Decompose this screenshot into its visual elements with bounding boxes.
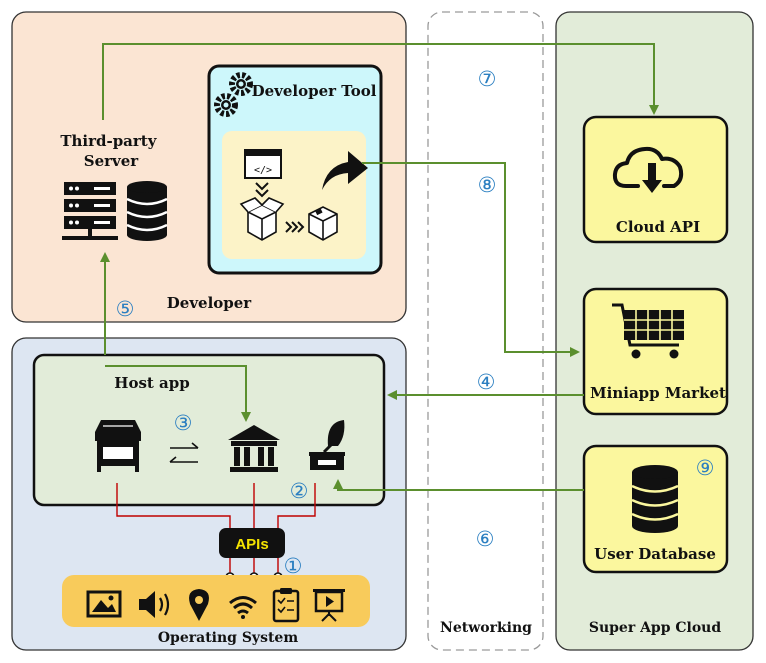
host-app-box [32, 353, 386, 507]
cloud-title: Super App Cloud [589, 620, 722, 636]
code-window-icon: </> [244, 149, 282, 179]
flow-arrows [100, 43, 659, 491]
step-2: ② [290, 479, 309, 503]
developer-tool-title: Developer Tool [252, 82, 377, 100]
build-panel [222, 131, 366, 259]
flow-7 [102, 43, 659, 120]
bank-icon [228, 425, 280, 472]
step-4: ④ [477, 370, 496, 394]
api-wires [116, 483, 316, 575]
wifi-icon [229, 596, 257, 619]
flow-2 [333, 479, 584, 491]
step-6: ⑥ [476, 527, 495, 551]
store-icon [95, 420, 141, 472]
package-icon [308, 206, 338, 241]
flow-5b [105, 365, 251, 422]
gramophone-icon [309, 420, 345, 470]
third-party-server-label: Third-party Server [60, 132, 161, 170]
user-database-label: User Database [594, 545, 716, 563]
step-5: ⑤ [116, 297, 135, 321]
cloud-api-label: Cloud API [616, 218, 700, 236]
svg-text:</>: </> [254, 165, 272, 176]
clipboard-icon [272, 588, 300, 623]
miniapp-market-label: Miniapp Market [590, 384, 726, 402]
step-8: ⑧ [478, 173, 497, 197]
server-icon [62, 182, 118, 240]
miniapp-market-box [582, 287, 729, 416]
step-3: ③ [174, 411, 193, 435]
database-icon [126, 181, 168, 241]
host-app-title: Host app [114, 374, 189, 392]
shopping-cart-icon [612, 303, 684, 359]
package-icon [239, 197, 285, 241]
apis-box [219, 528, 285, 558]
chevron-right-icon [285, 221, 305, 233]
os-title: Operating System [158, 630, 298, 646]
cloud-download-icon [612, 146, 684, 193]
gear-icon [229, 72, 253, 96]
gear-icon [214, 93, 238, 117]
presentation-icon [313, 589, 345, 622]
chevron-down-icon [255, 182, 269, 198]
networking-region [427, 11, 544, 651]
swap-arrows-icon [169, 442, 199, 463]
image-icon [86, 590, 122, 618]
step-9: ⑨ [696, 456, 715, 480]
developer-title: Developer [167, 294, 253, 312]
share-arrow-icon [322, 151, 368, 190]
location-pin-icon [189, 589, 209, 621]
apis-label: APIs [235, 536, 268, 553]
flow-8 [362, 162, 580, 357]
os-bar [62, 575, 370, 627]
networking-title: Networking [440, 620, 532, 636]
step-7: ⑦ [478, 67, 497, 91]
step-1: ① [284, 554, 303, 578]
speaker-icon [139, 591, 170, 618]
database-icon [631, 465, 679, 533]
